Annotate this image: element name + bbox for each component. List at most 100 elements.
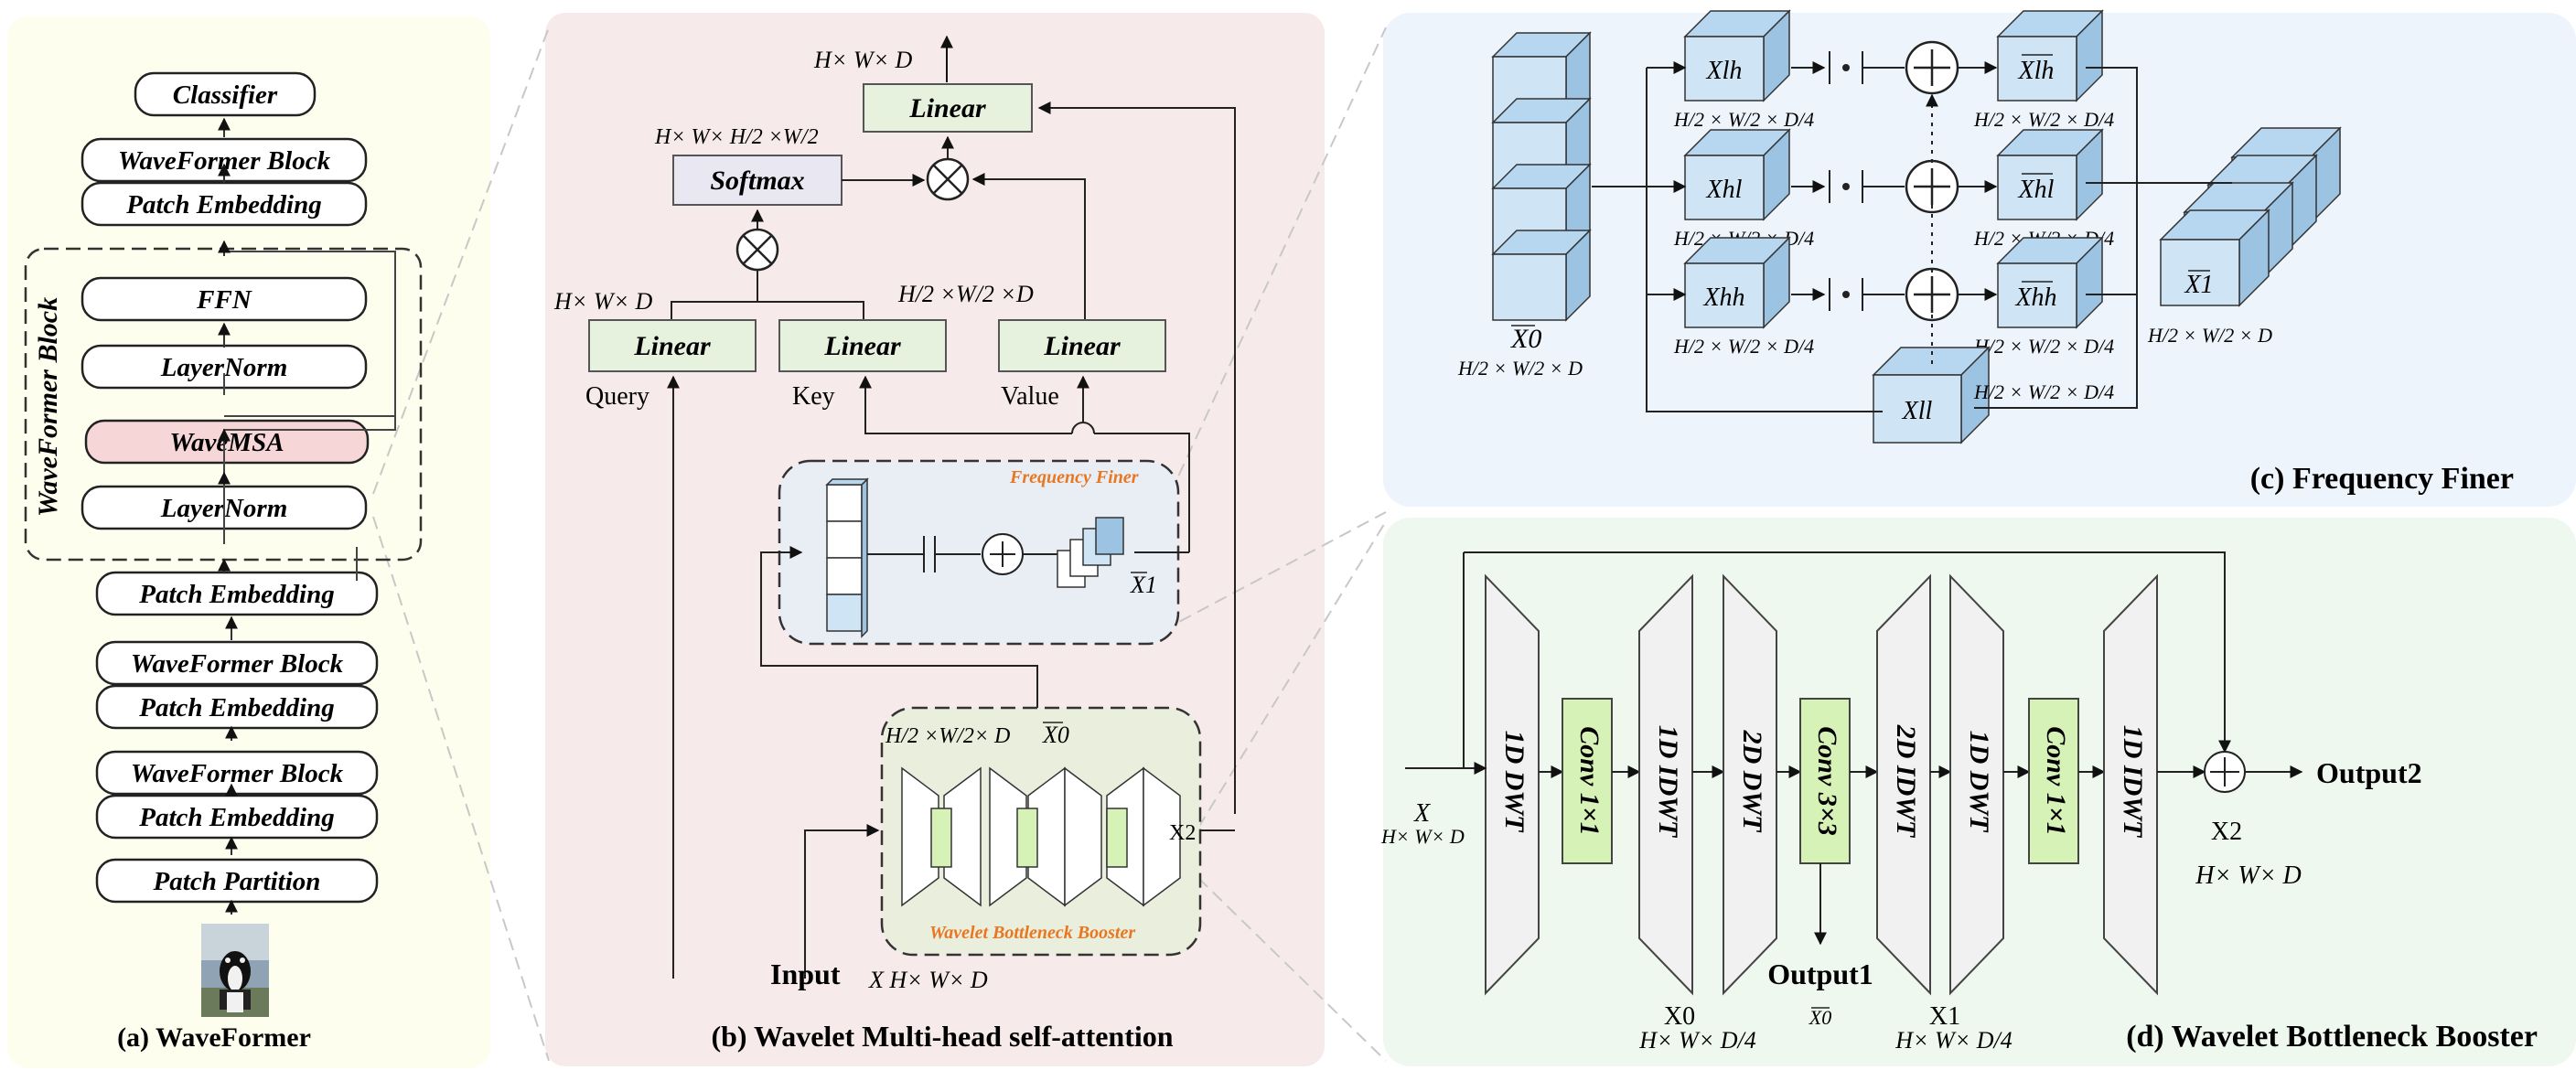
b-query-label: Query — [585, 382, 649, 411]
d-stage-8 — [2103, 573, 2158, 996]
c-tilde-dim-2: H/2 × W/2 × D/4 — [1973, 335, 2114, 358]
c-sub-cube-0 — [1683, 9, 1791, 102]
c-x1-dim: H/2 × W/2 × D — [2147, 324, 2272, 347]
d-stage-label-3: 2D DWT — [1737, 730, 1767, 834]
b-linear-out-label: Linear — [908, 93, 986, 123]
d-x-label: X — [1413, 799, 1431, 828]
a-block-label-5: WaveMSA — [169, 428, 284, 457]
c-x0-label: X0 — [1510, 324, 1541, 354]
c-connections — [1592, 40, 2232, 412]
d-stage-label-7: Conv 1×1 — [2041, 726, 2071, 836]
b-mini-conv-2 — [1106, 808, 1128, 868]
b-mini-trap-0 — [901, 766, 939, 907]
d-connections — [1405, 551, 2303, 946]
b-ff-output-cubes — [1057, 517, 1124, 588]
a-block-label-3: FFN — [196, 285, 252, 315]
b-mini-trap-4 — [1064, 766, 1102, 907]
b-input-label: Input — [770, 958, 841, 990]
a-block-label-9: Patch Embedding — [138, 693, 334, 722]
d-stage-label-4: Conv 3×3 — [1812, 726, 1842, 836]
d-stage-label-0: 1D DWT — [1499, 731, 1530, 834]
d-stage-2 — [1638, 573, 1693, 996]
b-x2-label: X2 — [1169, 821, 1196, 845]
a-arrows — [218, 117, 238, 915]
d-x0-dim: H× W× D/4 — [1638, 1027, 1756, 1054]
b-input-dim: X H× W× D — [868, 967, 988, 993]
a-block-label-11: Patch Embedding — [138, 803, 334, 832]
panel-c-caption: (c) Frequency Finer — [2250, 462, 2514, 496]
d-output2: Output2 — [2316, 756, 2422, 789]
d-stage-label-8: 1D IDWT — [2118, 725, 2148, 839]
b-wbb-dim: H/2 ×W/2× D — [885, 724, 1010, 748]
panel-b: H× W× D Linear H× W× H/2 ×W/2 Softmax H×… — [553, 35, 1236, 1053]
d-stage-0 — [1485, 573, 1540, 996]
d-x0-label: X0 — [1664, 1002, 1695, 1031]
a-block-0 — [134, 71, 317, 117]
b-softmax-dim: H× W× H/2 ×W/2 — [654, 125, 819, 149]
b-mini-conv-1 — [1016, 808, 1038, 868]
input-dog-image — [201, 924, 269, 1017]
b-linear-value-label: Linear — [1043, 331, 1121, 361]
c-x1-slice-0 — [2159, 209, 2270, 307]
d-stage-5 — [1876, 573, 1931, 996]
c-tilde-cube-2 — [1996, 236, 2104, 329]
c-tilde-dim-0: H/2 × W/2 × D/4 — [1973, 108, 2114, 131]
d-x1-label: X1 — [1929, 1002, 1960, 1031]
c-sub-label-0: Xlh — [1706, 57, 1743, 85]
c-tilde-label-0: Xlh — [2018, 57, 2055, 85]
b-softmax-label: Softmax — [710, 166, 804, 196]
b-wbb-mini-stages — [901, 766, 1181, 907]
c-tilde-label-2: Xhh — [2014, 284, 2056, 312]
c-xll-dim: H/2 × W/2 × D/4 — [1973, 380, 2114, 403]
c-xll-label: Xll — [1902, 397, 1933, 425]
a-block-label-2: Patch Embedding — [125, 190, 321, 219]
d-stage-3 — [1723, 573, 1777, 996]
c-sub-label-2: Xhh — [1702, 284, 1744, 312]
b-linear-value-box — [998, 319, 1166, 372]
zoom-guides — [372, 27, 1387, 1062]
d-x1-dim: H× W× D/4 — [1894, 1027, 2012, 1054]
c-tilde-cube-1 — [1996, 128, 2104, 221]
b-mini-conv-0 — [930, 808, 952, 868]
d-x-dim: H× W× D — [1380, 825, 1465, 848]
panel-b-caption: (b) Wavelet Multi-head self-attention — [711, 1020, 1173, 1053]
b-linear-query-label: Linear — [633, 331, 711, 361]
c-sub-cube-1 — [1683, 128, 1791, 221]
d-x2-dim: H× W× D — [2195, 861, 2302, 890]
b-linear-key-box — [778, 319, 947, 372]
d-output1-sub: X0 — [1809, 1006, 1831, 1029]
a-block-7 — [95, 571, 379, 616]
d-x2-label: X2 — [2211, 818, 2242, 846]
d-stage-label-5: 2D IDWT — [1891, 724, 1921, 839]
d-stage-7 — [2028, 698, 2079, 864]
a-block-label-0: Classifier — [173, 80, 278, 110]
c-x0-dim: H/2 × W/2 × D — [1457, 357, 1583, 380]
d-stage-4 — [1799, 698, 1851, 864]
a-residuals — [223, 251, 396, 581]
a-block-label-7: Patch Embedding — [138, 580, 334, 609]
b-ff-stack — [825, 477, 869, 638]
panel-a-caption: (a) WaveFormer — [117, 1022, 311, 1053]
d-stage-1 — [1562, 698, 1613, 864]
c-x0-slice-3 — [1491, 229, 1592, 322]
c-x1-label: X1 — [2184, 271, 2213, 299]
b-top-dim: H× W× D — [813, 47, 913, 73]
a-block-3 — [80, 276, 368, 322]
d-stage-label-2: 1D IDWT — [1653, 725, 1683, 839]
b-linear-key-label: Linear — [823, 331, 901, 361]
wfblock-side-label: WaveFormer Block — [33, 297, 63, 517]
b-x1-tilde: X1 — [1130, 572, 1157, 598]
a-block-label-10: WaveFormer Block — [131, 759, 344, 788]
c-sub-dim-0: H/2 × W/2 × D/4 — [1673, 108, 1814, 131]
d-stage-label-1: Conv 1×1 — [1574, 726, 1605, 836]
a-block-label-12: Patch Partition — [153, 867, 321, 896]
c-sub-label-1: Xhl — [1706, 176, 1743, 204]
a-block-8 — [95, 640, 379, 686]
b-qk-dim: H× W× D — [553, 288, 653, 315]
c-sub-dim-2: H/2 × W/2 × D/4 — [1673, 335, 1814, 358]
c-tilde-label-1: Xhl — [2018, 176, 2055, 204]
c-tilde-cube-0 — [1996, 9, 2104, 102]
b-wbb-label: Wavelet Bottleneck Booster — [929, 923, 1135, 943]
